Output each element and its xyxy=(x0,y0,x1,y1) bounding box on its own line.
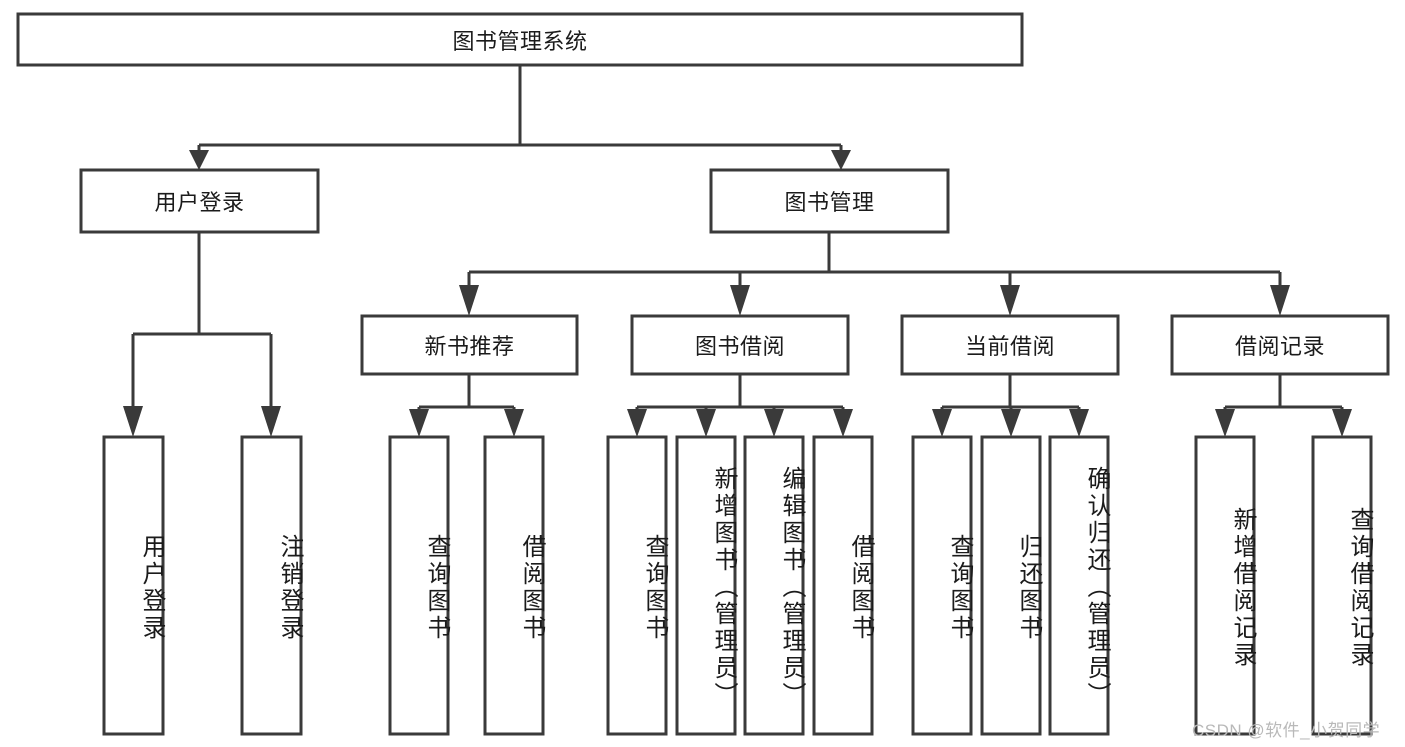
arrow-to-new-book-recommend xyxy=(459,285,479,316)
node-box-book-borrow[interactable] xyxy=(630,314,850,376)
connector-bookmanage-to-level3 xyxy=(467,232,1282,288)
arrow-to-leaf-return-book xyxy=(1001,409,1021,437)
csdn-watermark: CSDN @软件_小贺同学 xyxy=(1192,721,1381,740)
arrow-to-leaf-query-record xyxy=(1332,409,1352,437)
connector-userlogin-to-leaves xyxy=(131,232,273,410)
arrow-to-user-login xyxy=(189,150,209,170)
arrow-to-leaf-logout xyxy=(261,406,281,437)
node-box-leaf-query-book-2[interactable] xyxy=(606,435,668,736)
arrow-to-leaf-confirm-return xyxy=(1069,409,1089,437)
arrow-to-leaf-query-book-3 xyxy=(932,409,952,437)
arrow-to-leaf-add-book xyxy=(696,409,716,437)
node-box-leaf-borrow-book-1[interactable] xyxy=(483,435,545,736)
node-box-leaf-return-book[interactable] xyxy=(980,435,1042,736)
arrow-to-current-borrow xyxy=(1000,285,1020,316)
node-box-leaf-query-record[interactable] xyxy=(1311,435,1373,736)
node-box-leaf-add-book[interactable] xyxy=(675,435,737,736)
node-box-leaf-user-login[interactable] xyxy=(102,435,165,736)
connector-newbook-to-leaves xyxy=(417,374,516,412)
arrow-to-book-manage xyxy=(831,150,851,170)
node-box-leaf-add-record[interactable] xyxy=(1194,435,1256,736)
arrow-to-leaf-borrow-book-2 xyxy=(833,409,853,437)
arrow-to-book-borrow xyxy=(730,285,750,316)
connector-borrowrecord-to-leaves xyxy=(1223,374,1344,412)
arrow-to-borrow-record xyxy=(1270,285,1290,316)
node-box-user-login[interactable] xyxy=(79,168,320,234)
arrow-to-leaf-query-book-2 xyxy=(627,409,647,437)
arrow-to-leaf-add-record xyxy=(1215,409,1235,437)
node-box-leaf-logout[interactable] xyxy=(240,435,303,736)
node-box-leaf-query-book-1[interactable] xyxy=(388,435,450,736)
node-box-root[interactable] xyxy=(16,12,1024,67)
node-box-current-borrow[interactable] xyxy=(900,314,1120,376)
arrow-to-leaf-edit-book xyxy=(764,409,784,437)
connector-root-to-level2 xyxy=(197,65,843,155)
arrow-to-leaf-borrow-book-1 xyxy=(504,409,524,437)
connector-currentborrow-to-leaves xyxy=(940,374,1081,412)
node-box-leaf-borrow-book-2[interactable] xyxy=(812,435,874,736)
arrow-to-leaf-query-book-1 xyxy=(409,409,429,437)
node-box-book-manage[interactable] xyxy=(709,168,950,234)
node-box-leaf-confirm-return[interactable] xyxy=(1048,435,1110,736)
node-box-new-book-recommend[interactable] xyxy=(360,314,579,376)
arrow-to-leaf-user-login xyxy=(123,406,143,437)
connector-bookborrow-to-leaves xyxy=(635,374,845,412)
node-box-leaf-query-book-3[interactable] xyxy=(911,435,973,736)
node-box-borrow-record[interactable] xyxy=(1170,314,1390,376)
node-box-leaf-edit-book[interactable] xyxy=(743,435,805,736)
